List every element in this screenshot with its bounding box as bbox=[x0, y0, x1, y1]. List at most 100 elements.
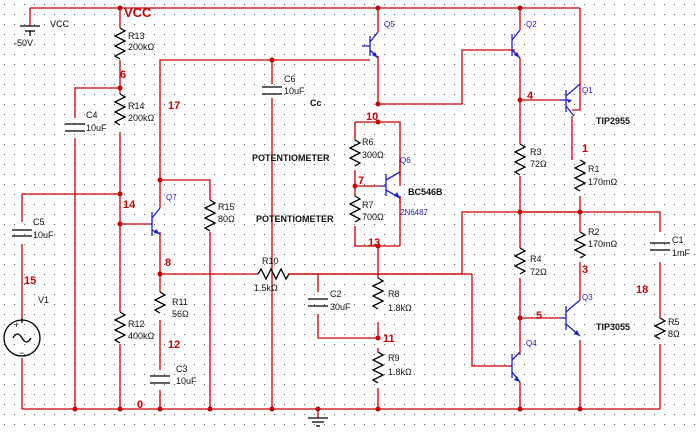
label-r14-ref: R14 bbox=[128, 101, 145, 111]
capacitor-c1 bbox=[650, 242, 670, 251]
label-c2-value: 30uF bbox=[330, 302, 351, 312]
label-c5-value: 10uF bbox=[33, 230, 54, 240]
net-label-13: 13 bbox=[368, 237, 380, 249]
vcc-source-value: -50V bbox=[14, 38, 33, 48]
label-r10-value: 1.5kΩ bbox=[254, 283, 278, 293]
label-r15-ref: R15 bbox=[218, 202, 235, 212]
svg-text:−: − bbox=[19, 348, 24, 358]
resistor-r1 bbox=[573, 159, 587, 192]
label-c6-note: Cc bbox=[310, 98, 322, 108]
net-label-3: 3 bbox=[582, 264, 588, 276]
label-c4-value: 10uF bbox=[86, 123, 107, 133]
transistor-q3 bbox=[560, 299, 581, 337]
label-q4-ref: Q4 bbox=[526, 339, 537, 348]
label-r2-value: 170mΩ bbox=[588, 239, 618, 249]
resistors bbox=[113, 27, 667, 384]
resistor-r5 bbox=[653, 317, 667, 340]
capacitor-c4 bbox=[65, 123, 85, 132]
transistor-q4 bbox=[510, 351, 521, 383]
resistor-r3 bbox=[513, 143, 527, 176]
label-r7-value: 700Ω bbox=[362, 212, 384, 222]
capacitor-c2 bbox=[308, 298, 328, 307]
resistor-r6 bbox=[348, 139, 362, 167]
resistor-r7 bbox=[348, 195, 362, 223]
net-label-11: 11 bbox=[383, 333, 395, 345]
net-label-17: 17 bbox=[168, 100, 180, 112]
net-label-7: 7 bbox=[358, 175, 364, 187]
transistor-q1 bbox=[560, 83, 581, 117]
wires bbox=[21, 7, 661, 418]
net-label-10: 10 bbox=[366, 111, 378, 123]
label-q6-ref: Q6 bbox=[400, 156, 411, 165]
resistor-r13 bbox=[113, 27, 127, 60]
label-c6-value: 10uF bbox=[284, 86, 305, 96]
capacitor-c5 bbox=[12, 229, 32, 237]
capacitor-c6 bbox=[262, 86, 282, 95]
label-c5-ref: C5 bbox=[33, 217, 45, 227]
label-r3-ref: R3 bbox=[530, 147, 542, 157]
resistor-r15 bbox=[203, 199, 217, 232]
resistor-r2 bbox=[573, 231, 587, 259]
label-r8-value: 1.8kΩ bbox=[388, 303, 412, 313]
resistor-r12 bbox=[113, 311, 127, 344]
component-labels: R13 200kΩ R14 200kΩ R12 400kΩ R15 80Ω R1… bbox=[33, 20, 691, 386]
label-q6-part: BC546B bbox=[408, 187, 443, 197]
label-q6-alt: 2N6487 bbox=[400, 208, 429, 217]
label-potentiometer-2: POTENTIOMETER bbox=[256, 214, 334, 224]
net-label-1: 1 bbox=[582, 143, 588, 155]
label-c1-ref: C1 bbox=[672, 235, 684, 245]
label-c1-value: 1mF bbox=[672, 248, 691, 258]
label-q7-ref: Q7 bbox=[166, 193, 177, 202]
ground-symbol bbox=[308, 417, 328, 427]
transistor-q6 bbox=[380, 171, 401, 199]
capacitor-c3 bbox=[150, 375, 170, 384]
label-c6-ref: C6 bbox=[284, 74, 296, 84]
label-c3-ref: C3 bbox=[176, 364, 188, 374]
vcc-source: VCC -50V bbox=[14, 19, 70, 48]
net-label-6: 6 bbox=[120, 69, 126, 81]
label-v1-ref: V1 bbox=[38, 295, 49, 305]
vcc-source-label: VCC bbox=[50, 19, 70, 29]
label-q3-ref: Q3 bbox=[582, 293, 593, 302]
resistor-r11 bbox=[153, 291, 167, 314]
label-r7-ref: R7 bbox=[362, 200, 374, 210]
transistor-q5 bbox=[362, 31, 379, 59]
label-r10-ref: R10 bbox=[262, 256, 279, 266]
label-r2-ref: R2 bbox=[588, 227, 600, 237]
label-c4-ref: C4 bbox=[86, 110, 98, 120]
vcc-rail-label: VCC bbox=[124, 5, 152, 20]
net-label-18: 18 bbox=[636, 284, 648, 296]
svg-text:+: + bbox=[14, 320, 19, 330]
label-r12-value: 400kΩ bbox=[128, 331, 155, 341]
net-label-4: 4 bbox=[527, 90, 534, 102]
label-r12-ref: R12 bbox=[128, 319, 145, 329]
label-r1-value: 170mΩ bbox=[588, 177, 618, 187]
label-r13-ref: R13 bbox=[128, 31, 145, 41]
label-q1-ref: Q1 bbox=[582, 86, 593, 95]
label-q3-part: TIP3055 bbox=[596, 322, 630, 332]
label-r15-value: 80Ω bbox=[218, 214, 235, 224]
resistor-r14 bbox=[113, 93, 127, 126]
label-r5-value: 8Ω bbox=[668, 329, 680, 339]
resistor-r10 bbox=[257, 267, 290, 281]
label-c2-ref: C2 bbox=[330, 289, 342, 299]
net-label-8: 8 bbox=[165, 257, 171, 269]
label-r9-value: 1.8kΩ bbox=[388, 367, 412, 377]
ac-source-v1: + − bbox=[3, 318, 41, 358]
resistor-r8 bbox=[371, 277, 385, 310]
label-r4-ref: R4 bbox=[530, 254, 542, 264]
label-q1-part: TIP2955 bbox=[596, 116, 630, 126]
label-r6-ref: R6 bbox=[362, 137, 374, 147]
label-q2-ref: Q2 bbox=[526, 20, 537, 29]
resistor-r9 bbox=[371, 351, 385, 384]
label-r14-value: 200kΩ bbox=[128, 113, 155, 123]
net-label-12: 12 bbox=[168, 339, 180, 351]
label-r11-ref: R11 bbox=[172, 297, 188, 307]
junction-dots bbox=[72, 5, 583, 412]
capacitors bbox=[12, 86, 670, 384]
transistor-q2 bbox=[511, 29, 521, 59]
label-r8-ref: R8 bbox=[388, 289, 400, 299]
